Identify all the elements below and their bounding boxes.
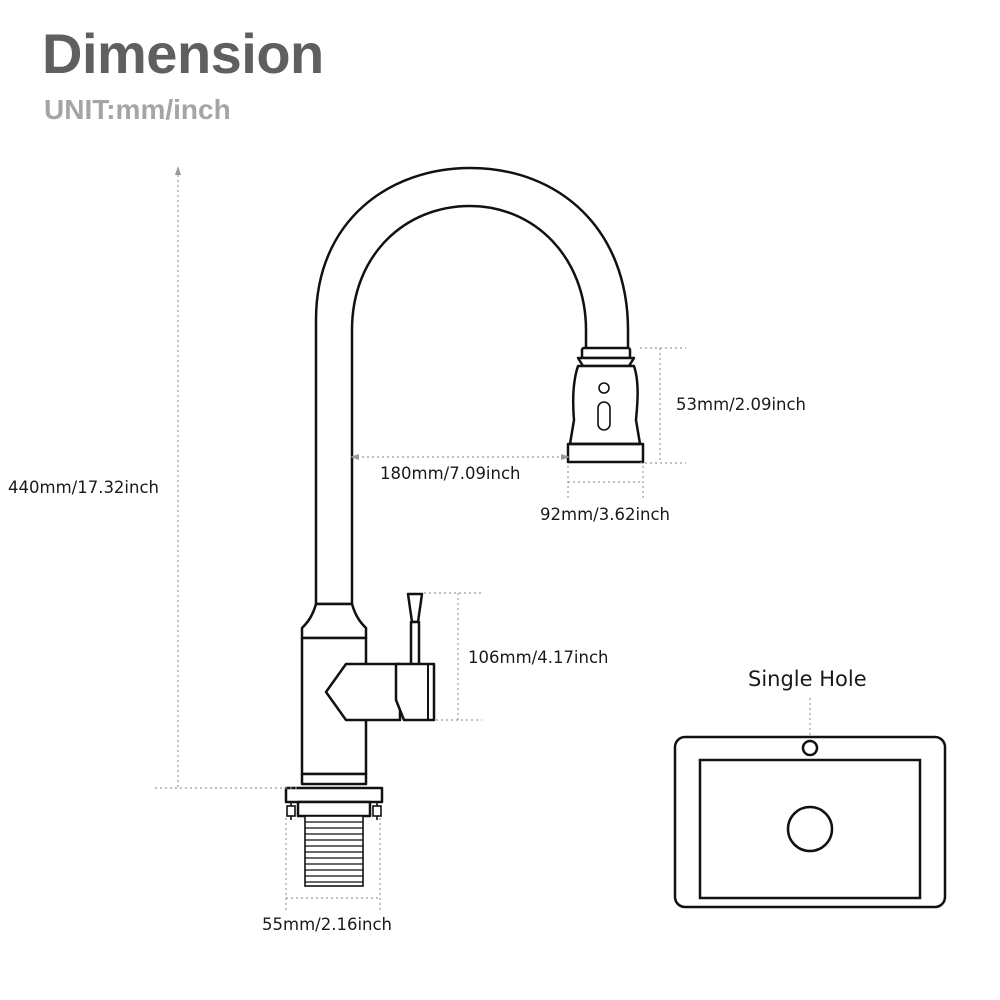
single-hole-label: Single Hole [748,667,867,691]
page-title: Dimension [42,22,324,85]
faucet-drawing [284,166,645,887]
spray-head [566,346,645,464]
spray-toggle-icon [597,401,611,431]
sink-diagram: Single Hole [673,667,947,909]
unit-subtitle: UNIT:mm/inch [44,94,231,125]
spray-head-height-label: 53mm/2.09inch [676,395,806,414]
gooseneck-spout [314,166,630,606]
handle-height-label: 106mm/4.17inch [468,648,609,667]
reach-label: 180mm/7.09inch [380,464,521,483]
base-width-label: 55mm/2.16inch [262,915,392,934]
spray-button-icon [598,382,610,394]
spout-collar [300,602,368,640]
drain-icon [786,805,834,853]
dimension-lines [155,166,686,910]
lever-handle [324,592,436,722]
spray-head-width-label: 92mm/3.62inch [540,505,670,524]
mounting-base [284,786,384,887]
total-height-label: 440mm/17.32inch [8,478,159,497]
faucet-hole-icon [801,739,819,757]
